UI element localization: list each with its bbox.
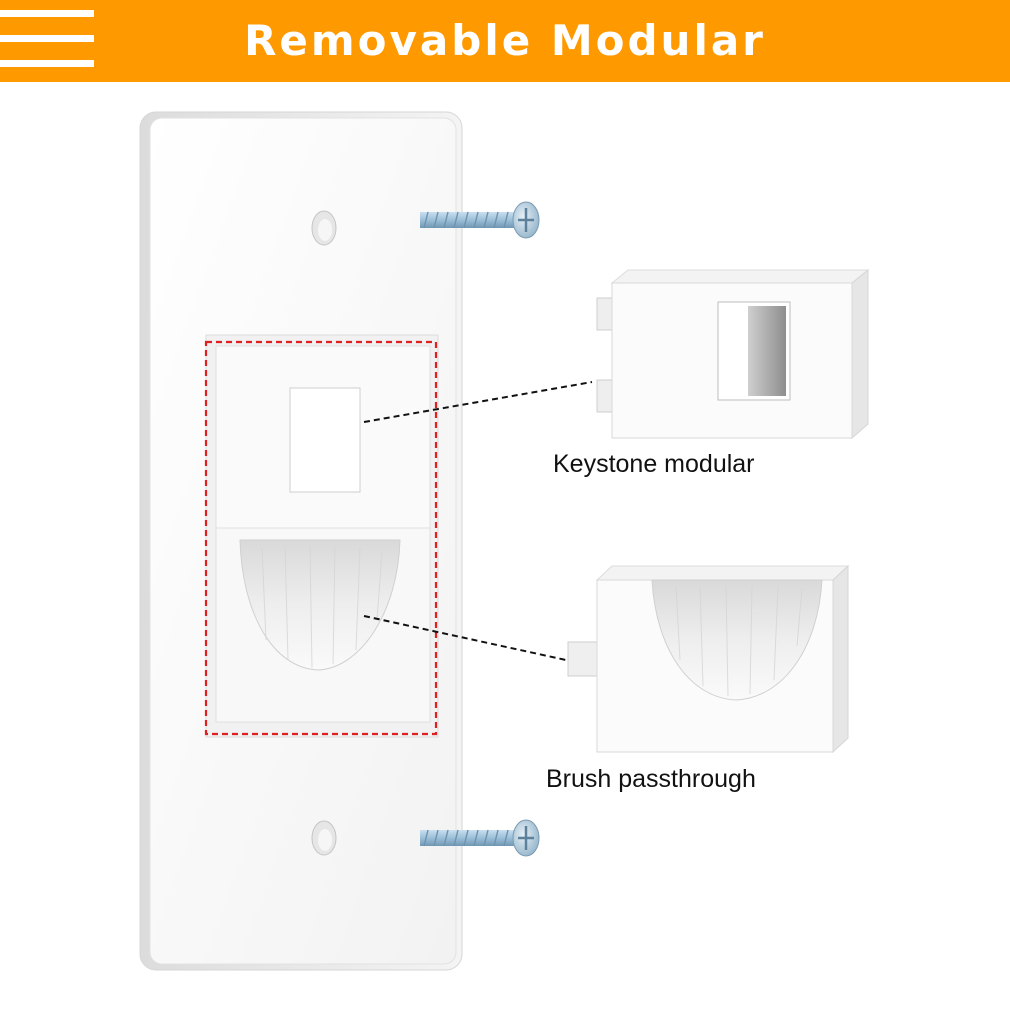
keystone-leader-line: [363, 381, 593, 423]
product-illustration: [139, 111, 870, 971]
brush-passthrough-label: Brush passthrough: [546, 765, 756, 793]
keystone-modular-label: Keystone modular: [553, 450, 755, 478]
keystone-module-detached: [596, 268, 870, 440]
installed-brush-module: [215, 527, 431, 723]
brush-module-detached: [567, 564, 850, 754]
bottom-screw: [420, 819, 540, 857]
brush-leader-line: [363, 615, 567, 661]
module-highlight-box: [204, 340, 438, 736]
title-banner: Removable Modular: [0, 0, 1010, 82]
top-screw: [420, 201, 540, 239]
banner-title: Removable Modular: [244, 16, 766, 65]
hamburger-menu-icon[interactable]: [0, 8, 96, 70]
installed-keystone-module: [215, 345, 431, 529]
